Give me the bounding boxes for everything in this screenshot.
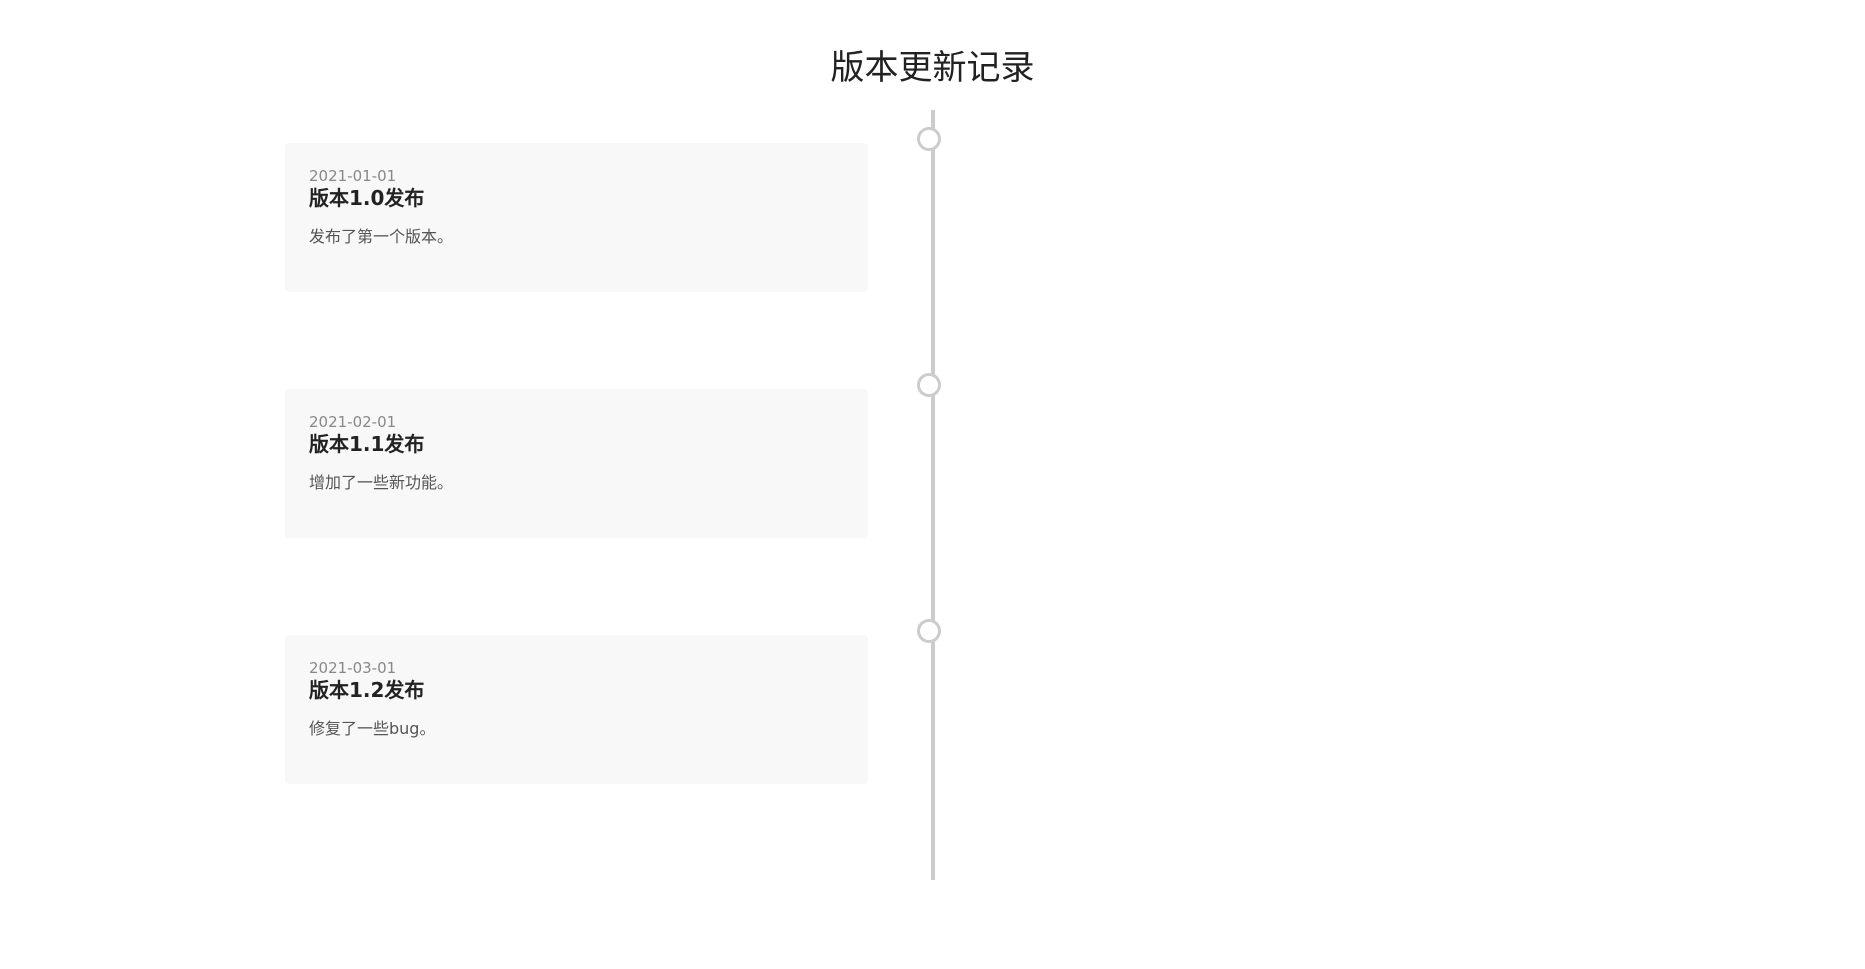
item-title: 版本1.1发布 [309,432,425,456]
page-title: 版本更新记录 [830,48,1035,88]
item-description: 修复了一些bug。 [309,719,436,738]
item-date: 2021-03-01 [309,659,397,677]
timeline-dot-icon [917,127,941,151]
timeline-item: 2021-03-01 版本1.2发布 修复了一些bug。 [285,635,868,784]
timeline-item: 2021-02-01 版本1.1发布 增加了一些新功能。 [285,389,868,538]
timeline-dot-icon [917,373,941,397]
timeline-item: 2021-01-01 版本1.0发布 发布了第一个版本。 [285,143,868,292]
item-description: 增加了一些新功能。 [309,473,454,492]
item-date: 2021-01-01 [309,167,397,185]
item-description: 发布了第一个版本。 [309,227,454,246]
item-date: 2021-02-01 [309,413,397,431]
timeline-dot-icon [917,619,941,643]
timeline-line [931,110,935,880]
item-title: 版本1.2发布 [309,678,425,702]
item-title: 版本1.0发布 [309,186,425,210]
